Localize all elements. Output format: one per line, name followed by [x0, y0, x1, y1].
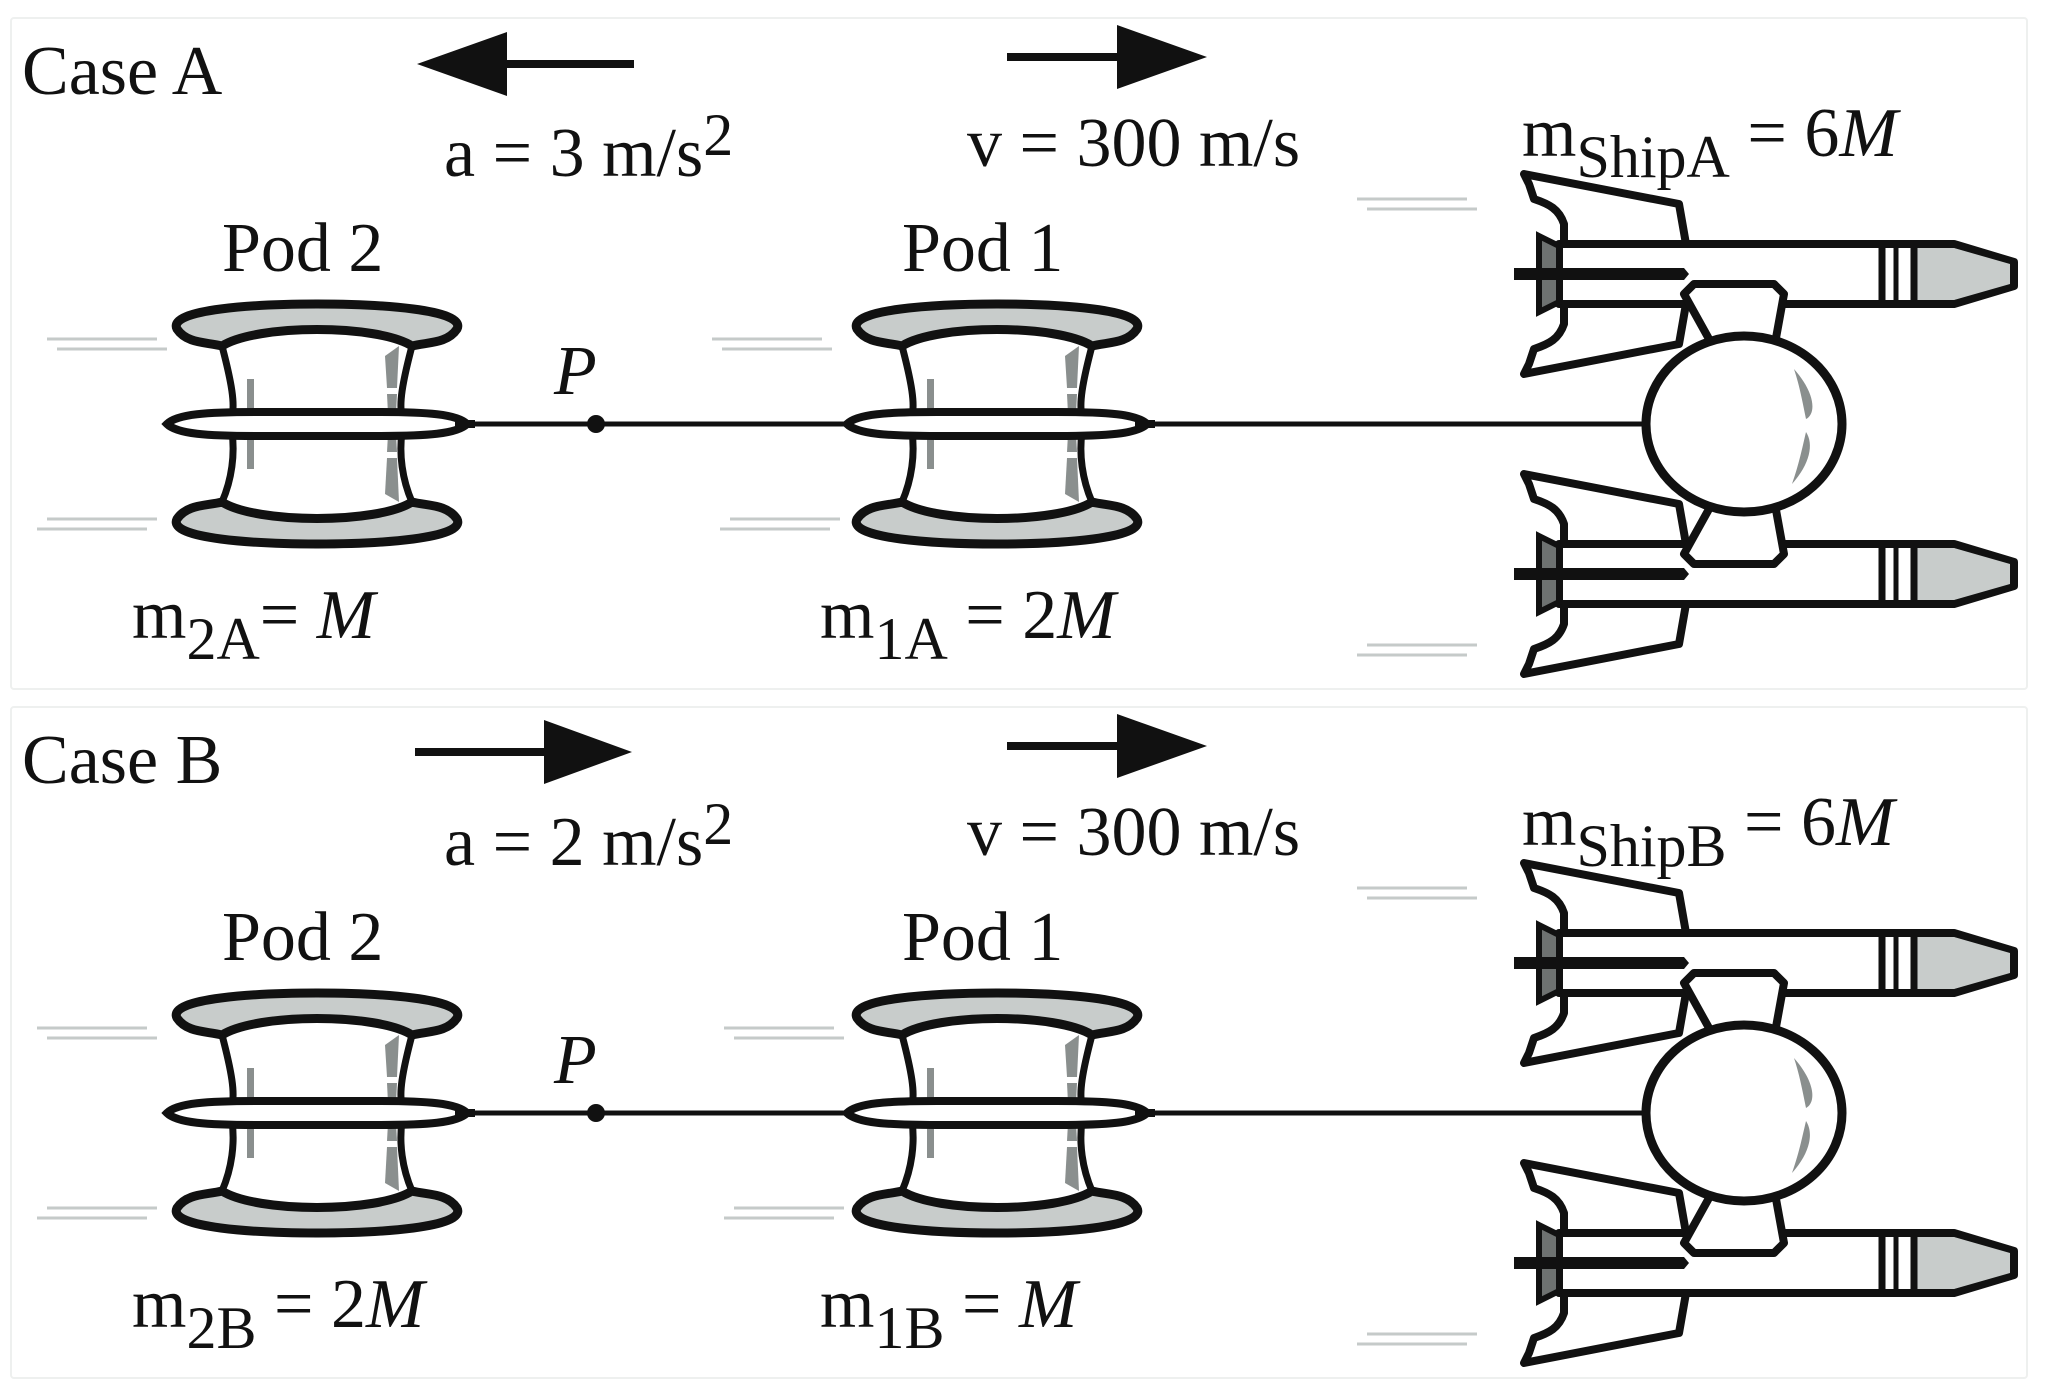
pod-2-icon — [167, 993, 475, 1233]
point-p-marker — [587, 1104, 605, 1122]
acceleration-label: a = 3 m/s2 — [444, 102, 734, 192]
pod-2-label: Pod 2 — [222, 899, 384, 976]
pod-1-label: Pod 1 — [902, 210, 1064, 287]
velocity-arrow-right-icon — [1007, 25, 1207, 89]
case-b-drawing — [35, 714, 2030, 1381]
pod-2-mass-label: m2B = 2M — [132, 1266, 425, 1361]
case-title: Case A — [22, 33, 223, 110]
case-title: Case B — [22, 722, 223, 799]
pod-1-mass-label: m1B = M — [820, 1266, 1078, 1361]
pod-1-label: Pod 1 — [902, 899, 1064, 976]
velocity-arrow-right-icon — [1007, 714, 1207, 778]
case-a-drawing — [35, 25, 2030, 692]
ship-mass-label: mShipB = 6M — [1522, 784, 1895, 879]
point-p-marker — [587, 415, 605, 433]
pod-2-icon — [167, 304, 475, 544]
velocity-label: v = 300 m/s — [967, 794, 1301, 871]
pod-1-mass-label: m1A = 2M — [820, 577, 1116, 672]
acceleration-label: a = 2 m/s2 — [444, 791, 734, 881]
case-a-panel: Case A a = 3 m/s2 v = 300 m/s mShipA = 6… — [10, 17, 2028, 690]
point-p-label: P — [554, 333, 597, 410]
pod-2-mass-label: m2A= M — [132, 577, 376, 672]
acceleration-arrow-right-icon — [415, 720, 632, 784]
pod-1-icon — [847, 993, 1155, 1233]
acceleration-arrow-left-icon — [417, 32, 634, 96]
case-b-panel: Case B a = 2 m/s2 v = 300 m/s mShipB = 6… — [10, 706, 2028, 1379]
point-p-label: P — [554, 1022, 597, 1099]
velocity-label: v = 300 m/s — [967, 105, 1301, 182]
pod-2-label: Pod 2 — [222, 210, 384, 287]
ship-mass-label: mShipA = 6M — [1522, 95, 1898, 190]
pod-1-icon — [847, 304, 1155, 544]
